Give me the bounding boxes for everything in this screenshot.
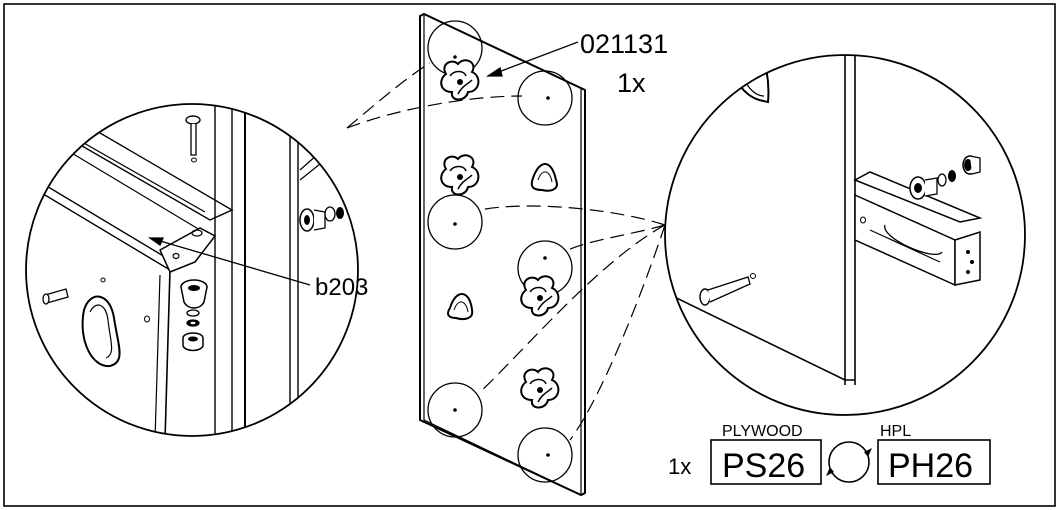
detail-view-left — [25, 103, 359, 437]
material-a-label: PLYWOOD — [722, 423, 803, 440]
detail-view-right — [664, 54, 1026, 416]
circular-arrows-icon — [826, 441, 872, 483]
option-qty-label: 1x — [668, 454, 691, 479]
hand-hold-opening — [530, 163, 558, 192]
material-a-box — [710, 439, 822, 485]
panel-material-option: 1x PLYWOOD PS26 HPL PH26 — [668, 423, 991, 485]
part-qty-label: 1x — [617, 68, 646, 98]
material-b-box — [877, 439, 991, 485]
outer-frame — [3, 3, 1056, 507]
climbing-panel — [419, 12, 586, 497]
part-number-label: 021131 — [580, 29, 668, 59]
material-a-code: PS26 — [722, 447, 805, 485]
material-b-label: HPL — [880, 423, 911, 440]
material-b-code: PH26 — [888, 447, 973, 485]
bolt-ref-label: b203 — [315, 274, 368, 301]
callout-leaders — [147, 41, 579, 286]
hand-hold-opening — [447, 293, 474, 320]
leader-lines — [346, 62, 666, 441]
